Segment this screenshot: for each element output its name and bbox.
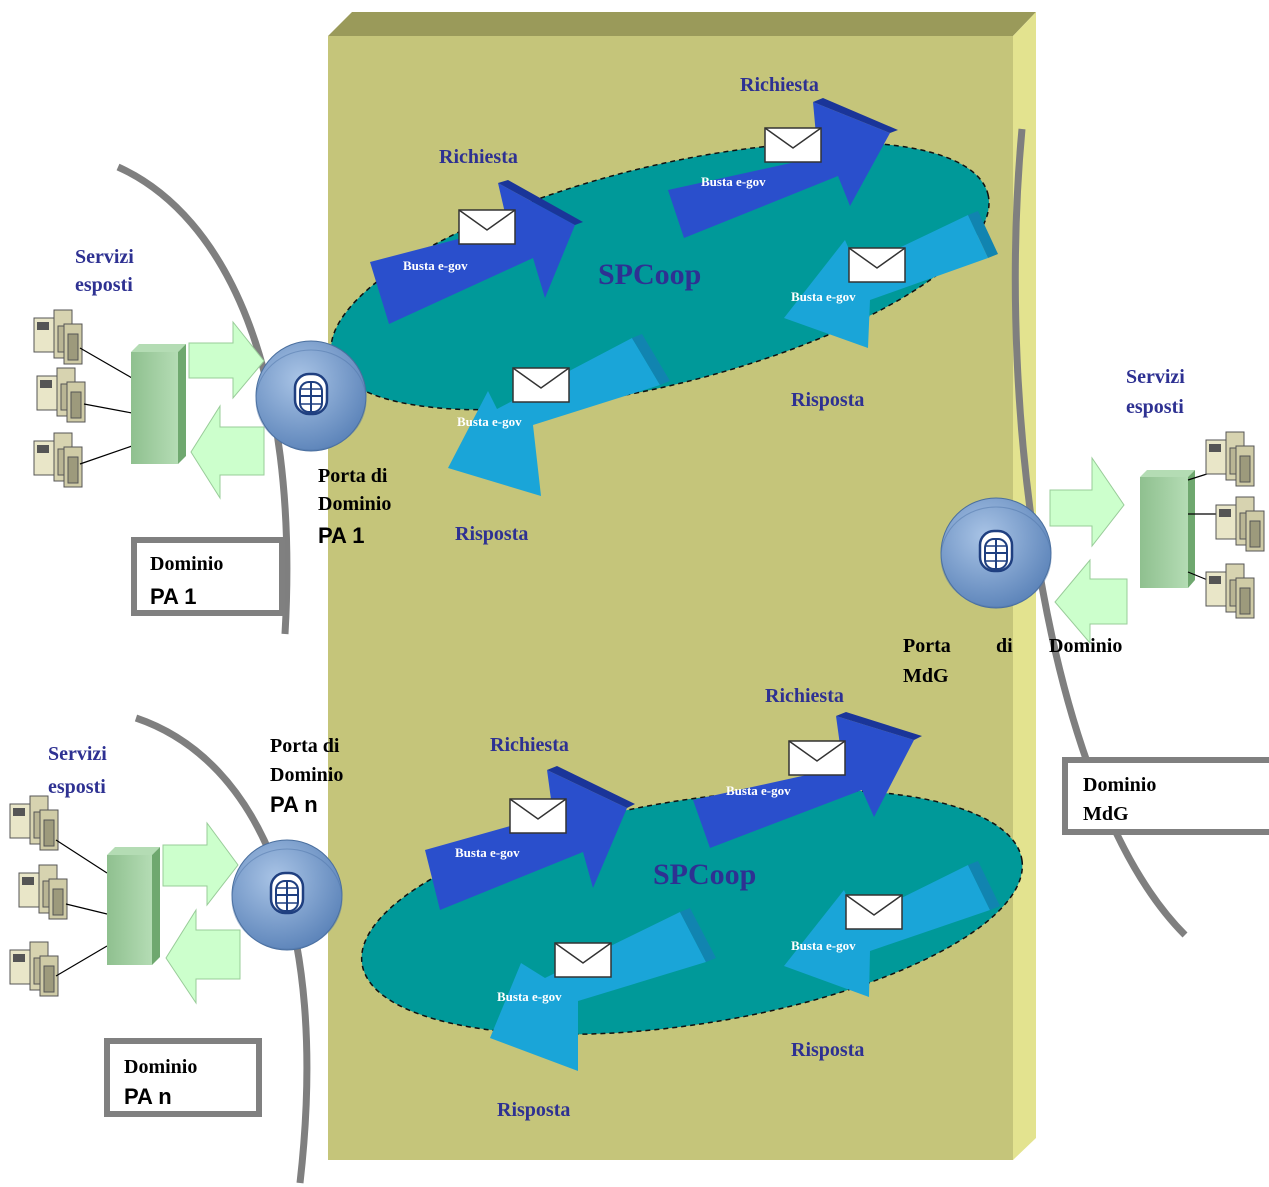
servizi-label-pan-line2: esposti <box>48 776 106 798</box>
porta-label-pan-line2: Dominio <box>270 764 343 786</box>
domain-box-mdg-line2: MdG <box>1083 803 1129 825</box>
risposta-label: Risposta <box>791 389 864 411</box>
domain-arc-mdg <box>1011 128 1188 938</box>
domain-box-pan-line2: PA n <box>124 1084 172 1109</box>
server-icon <box>9 941 59 997</box>
server-group-mdg <box>1187 431 1265 619</box>
domain-box-pan-line1: Dominio <box>124 1056 197 1078</box>
domain-box-pa1 <box>131 537 285 616</box>
response-arrow-bottom-right <box>784 861 1000 997</box>
envelope-icon <box>845 894 903 930</box>
server-icon <box>1205 431 1255 487</box>
servizi-label-pa1-line2: esposti <box>75 274 133 296</box>
servizi-label-mdg-line1: Servizi <box>1126 366 1185 388</box>
domain-arc-pa1 <box>116 163 291 635</box>
porta-label-pa1-line3: PA 1 <box>318 523 364 548</box>
spcoop-label: SPCoop <box>653 858 756 891</box>
busta-label: Busta e-gov <box>791 289 856 304</box>
server-icon <box>36 367 86 423</box>
richiesta-label: Richiesta <box>439 146 518 168</box>
forward-arrow-pan <box>162 821 239 907</box>
envelope-icon <box>512 367 570 403</box>
domain-box-pa1-line2: PA 1 <box>150 584 196 609</box>
router-icon-pan <box>230 838 344 952</box>
domain-box-pan <box>104 1038 262 1117</box>
richiesta-label: Richiesta <box>490 734 569 756</box>
router-icon-mdg <box>939 496 1053 610</box>
envelope-icon <box>764 127 822 163</box>
domain-box-mdg <box>1062 757 1269 835</box>
response-arrow-top-left <box>448 334 670 496</box>
server-rack-pa1 <box>131 344 186 464</box>
return-arrow-pa1 <box>190 404 265 500</box>
response-arrow-bottom-left <box>490 908 716 1071</box>
richiesta-label: Richiesta <box>740 74 819 96</box>
server-icon <box>9 795 59 851</box>
busta-label: Busta e-gov <box>791 938 856 953</box>
risposta-label: Risposta <box>455 523 528 545</box>
server-rack-pan <box>107 847 160 965</box>
envelope-icon <box>554 942 612 978</box>
porta-label-pan-line3: PA n <box>270 792 318 817</box>
porta-label-pan-line1: Porta di <box>270 735 340 757</box>
server-icon <box>18 864 68 920</box>
request-arrow-top-1 <box>370 180 583 324</box>
server-icon <box>33 432 83 488</box>
envelope-icon <box>509 798 567 834</box>
busta-label: Busta e-gov <box>455 845 520 860</box>
servizi-label-pan-line1: Servizi <box>48 743 107 765</box>
domain-box-pa1-line1: Dominio <box>150 553 223 575</box>
spcoop-label: SPCoop <box>598 258 701 291</box>
router-icon-pa1 <box>254 339 368 453</box>
busta-label: Busta e-gov <box>701 174 766 189</box>
request-arrow-top-2 <box>668 98 898 238</box>
server-icon <box>1215 496 1265 552</box>
forward-arrow-pa1 <box>188 320 265 400</box>
server-group-pa1 <box>33 309 133 488</box>
porta-label-mdg-word1: Porta <box>903 635 951 657</box>
servizi-label-pa1-line1: Servizi <box>75 246 134 268</box>
porta-label-pa1-line1: Porta di <box>318 465 388 487</box>
server-icon <box>33 309 83 365</box>
busta-label: Busta e-gov <box>403 258 468 273</box>
envelope-icon <box>848 247 906 283</box>
envelope-icon <box>458 209 516 245</box>
servizi-label-mdg-line2: esposti <box>1126 396 1184 418</box>
busta-label: Busta e-gov <box>457 414 522 429</box>
busta-label: Busta e-gov <box>497 989 562 1004</box>
porta-label-mdg-word2: di <box>996 635 1013 657</box>
server-rack-mdg <box>1140 470 1195 588</box>
busta-label: Busta e-gov <box>726 783 791 798</box>
porta-label-mdg-word3: Dominio <box>1049 635 1122 657</box>
porta-label-pa1-line2: Dominio <box>318 493 391 515</box>
porta-label-mdg-line2: MdG <box>903 665 949 687</box>
request-arrow-bottom-2 <box>693 712 922 848</box>
risposta-label: Risposta <box>497 1099 570 1121</box>
forward-arrow-mdg <box>1049 456 1125 548</box>
server-icon <box>1205 563 1255 619</box>
richiesta-label: Richiesta <box>765 685 844 707</box>
envelope-icon <box>788 740 846 776</box>
server-group-pan <box>9 795 108 997</box>
domain-box-mdg-line1: Dominio <box>1083 774 1156 796</box>
return-arrow-mdg <box>1054 558 1128 645</box>
risposta-label: Risposta <box>791 1039 864 1061</box>
return-arrow-pan <box>165 908 241 1005</box>
request-arrow-bottom-1 <box>425 766 635 910</box>
